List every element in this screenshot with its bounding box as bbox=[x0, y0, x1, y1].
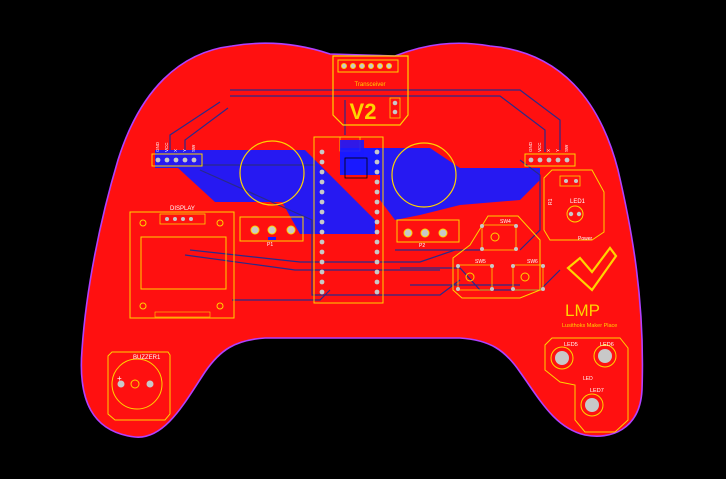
transceiver-label: Transceiver bbox=[354, 82, 385, 88]
joystick-left-header: GND VCC X Y SW bbox=[151, 141, 203, 167]
left-pin-vcc: VCC bbox=[164, 142, 169, 152]
led7-label: LED7 bbox=[590, 388, 604, 394]
logo-check-icon bbox=[566, 246, 618, 292]
left-pin-x: X bbox=[173, 149, 178, 152]
left-pin-sw: SW bbox=[191, 144, 196, 152]
joystick-right-header: GND VCC X Y SW bbox=[524, 141, 576, 167]
switch-sw4: SW4 bbox=[480, 219, 518, 251]
sw6-label: SW6 bbox=[527, 259, 538, 265]
right-pin-gnd: GND bbox=[528, 141, 533, 152]
right-pin-y: Y bbox=[555, 149, 560, 152]
p2-label: P2 bbox=[419, 243, 425, 249]
version-label: V2 bbox=[350, 99, 377, 124]
led5-label: LED5 bbox=[564, 342, 578, 348]
switch-sw5: SW5 bbox=[456, 259, 494, 291]
copper-pour-right bbox=[380, 148, 540, 220]
left-pin-y: Y bbox=[182, 149, 187, 152]
led1-label: LED1 bbox=[570, 199, 586, 205]
led7: LED7 bbox=[580, 388, 604, 417]
buzzer-plus-label: + bbox=[117, 374, 122, 383]
buzzer-label: BUZZER1 bbox=[133, 355, 161, 361]
sw4-label: SW4 bbox=[500, 219, 511, 225]
led6: LED6 bbox=[593, 342, 617, 368]
button-cluster: SW4 SW5 SW6 bbox=[452, 215, 545, 299]
power-label: Power bbox=[578, 236, 593, 242]
traces bbox=[169, 89, 561, 301]
p1-label: P1 bbox=[267, 242, 273, 248]
led-group-label: LED bbox=[583, 376, 593, 382]
lmp-title: LMP bbox=[565, 301, 600, 320]
potentiometer-p2: P2 bbox=[391, 142, 460, 249]
microcontroller bbox=[313, 136, 384, 304]
right-pin-sw: SW bbox=[564, 144, 569, 152]
display-label: DISPLAY bbox=[170, 206, 195, 212]
right-pin-x: X bbox=[546, 149, 551, 152]
sw5-label: SW5 bbox=[475, 259, 486, 265]
switch-sw6: SW6 bbox=[511, 259, 545, 291]
r1-label: R1 bbox=[548, 198, 554, 205]
right-pin-vcc: VCC bbox=[537, 142, 542, 152]
led-cluster: LED5 LED6 LED LED7 bbox=[544, 337, 629, 433]
transceiver-module: Transceiver V2 bbox=[332, 55, 409, 126]
led5: LED5 bbox=[550, 342, 578, 370]
lmp-subtitle: Lusithoks Maker Place bbox=[562, 323, 617, 329]
potentiometer-p1: P1 bbox=[239, 140, 305, 248]
lmp-logo: LMP Lusithoks Maker Place bbox=[562, 246, 618, 329]
buzzer: BUZZER1 + bbox=[107, 351, 171, 421]
display-module: DISPLAY bbox=[129, 206, 235, 319]
power-led-block: R1 LED1 Power bbox=[543, 169, 605, 242]
led6-label: LED6 bbox=[600, 342, 614, 348]
left-pin-gnd: GND bbox=[155, 141, 160, 152]
board-outline bbox=[80, 42, 644, 438]
